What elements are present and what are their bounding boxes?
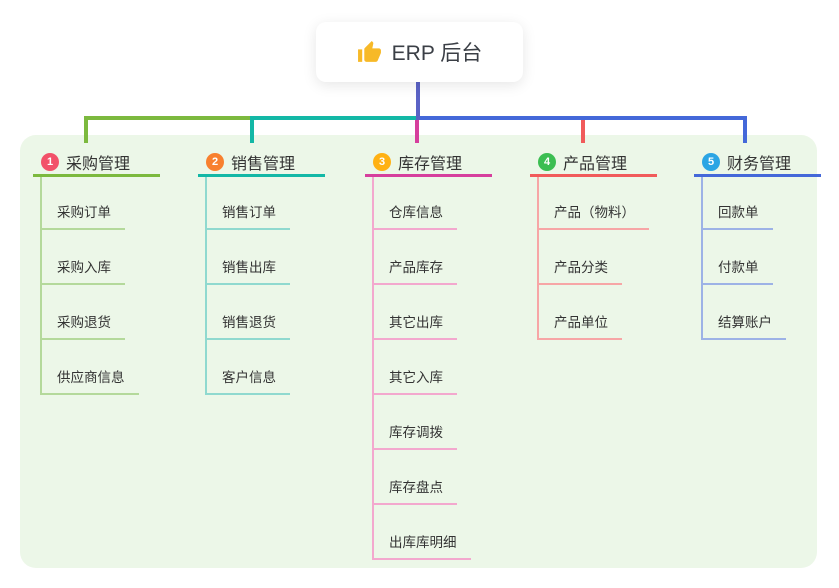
child-node[interactable]: 库存盘点 — [372, 450, 457, 505]
child-node[interactable]: 产品（物料） — [537, 177, 649, 230]
connector-line — [84, 116, 254, 120]
thumbs-up-icon — [357, 40, 381, 62]
child-node[interactable]: 供应商信息 — [40, 340, 139, 395]
child-node[interactable]: 其它入库 — [372, 340, 457, 395]
branch-label: 财务管理 — [727, 155, 792, 173]
branch-inventory: 3 库存管理 仓库信息 产品库存 其它出库 其它入库 库存调拨 库存盘点 出库库… — [365, 149, 492, 560]
branch-node[interactable]: 4 产品管理 — [530, 149, 657, 177]
branch-children: 产品（物料） 产品分类 产品单位 — [537, 177, 657, 340]
branch-connector-line — [40, 177, 42, 395]
branch-connector-line — [701, 177, 703, 340]
branch-children: 仓库信息 产品库存 其它出库 其它入库 库存调拨 库存盘点 出库库明细 — [372, 177, 492, 560]
branch-node[interactable]: 1 采购管理 — [33, 149, 160, 177]
connector-line — [743, 116, 747, 143]
child-node[interactable]: 采购订单 — [40, 177, 125, 230]
root-label: ERP 后台 — [391, 42, 483, 65]
branch-connector-line — [372, 177, 374, 560]
child-node[interactable]: 库存调拨 — [372, 395, 457, 450]
branch-children: 采购订单 采购入库 采购退货 供应商信息 — [40, 177, 160, 395]
branch-number-badge: 2 — [206, 152, 224, 171]
branch-sales: 2 销售管理 销售订单 销售出库 销售退货 客户信息 — [198, 149, 325, 395]
child-node[interactable]: 仓库信息 — [372, 177, 457, 230]
branch-node[interactable]: 5 财务管理 — [694, 149, 821, 177]
branch-label: 库存管理 — [398, 155, 463, 173]
branch-connector-line — [537, 177, 539, 340]
child-node[interactable]: 采购入库 — [40, 230, 125, 285]
child-node[interactable]: 销售退货 — [205, 285, 290, 340]
branch-finance: 5 财务管理 回款单 付款单 结算账户 — [694, 149, 821, 340]
branch-label: 采购管理 — [66, 155, 131, 173]
branch-number-badge: 1 — [41, 152, 59, 171]
child-node[interactable]: 销售订单 — [205, 177, 290, 230]
child-node[interactable]: 采购退货 — [40, 285, 125, 340]
branch-number-badge: 5 — [702, 152, 720, 171]
background-panel — [20, 135, 817, 568]
child-node[interactable]: 结算账户 — [701, 285, 786, 340]
branch-node[interactable]: 2 销售管理 — [198, 149, 325, 177]
root-node[interactable]: ERP 后台 — [316, 22, 523, 82]
connector-line — [250, 116, 420, 120]
child-node[interactable]: 其它出库 — [372, 285, 457, 340]
child-node[interactable]: 产品分类 — [537, 230, 622, 285]
branch-label: 销售管理 — [231, 155, 296, 173]
child-node[interactable]: 销售出库 — [205, 230, 290, 285]
branch-number-badge: 4 — [538, 152, 556, 171]
branch-children: 回款单 付款单 结算账户 — [701, 177, 821, 340]
child-node[interactable]: 回款单 — [701, 177, 773, 230]
connector-line — [250, 116, 254, 143]
connector-line — [581, 120, 585, 143]
branch-label: 产品管理 — [563, 155, 628, 173]
branch-number-badge: 3 — [373, 152, 391, 171]
branch-children: 销售订单 销售出库 销售退货 客户信息 — [205, 177, 325, 395]
child-node[interactable]: 付款单 — [701, 230, 773, 285]
branch-node[interactable]: 3 库存管理 — [365, 149, 492, 177]
child-node[interactable]: 产品库存 — [372, 230, 457, 285]
child-node[interactable]: 客户信息 — [205, 340, 290, 395]
connector-line — [416, 116, 747, 120]
connector-line — [415, 120, 419, 143]
branch-connector-line — [205, 177, 207, 395]
root-connector-line — [416, 82, 420, 120]
connector-line — [84, 116, 88, 143]
branch-product: 4 产品管理 产品（物料） 产品分类 产品单位 — [530, 149, 657, 340]
child-node[interactable]: 产品单位 — [537, 285, 622, 340]
branch-purchase: 1 采购管理 采购订单 采购入库 采购退货 供应商信息 — [33, 149, 160, 395]
child-node[interactable]: 出库库明细 — [372, 505, 471, 560]
